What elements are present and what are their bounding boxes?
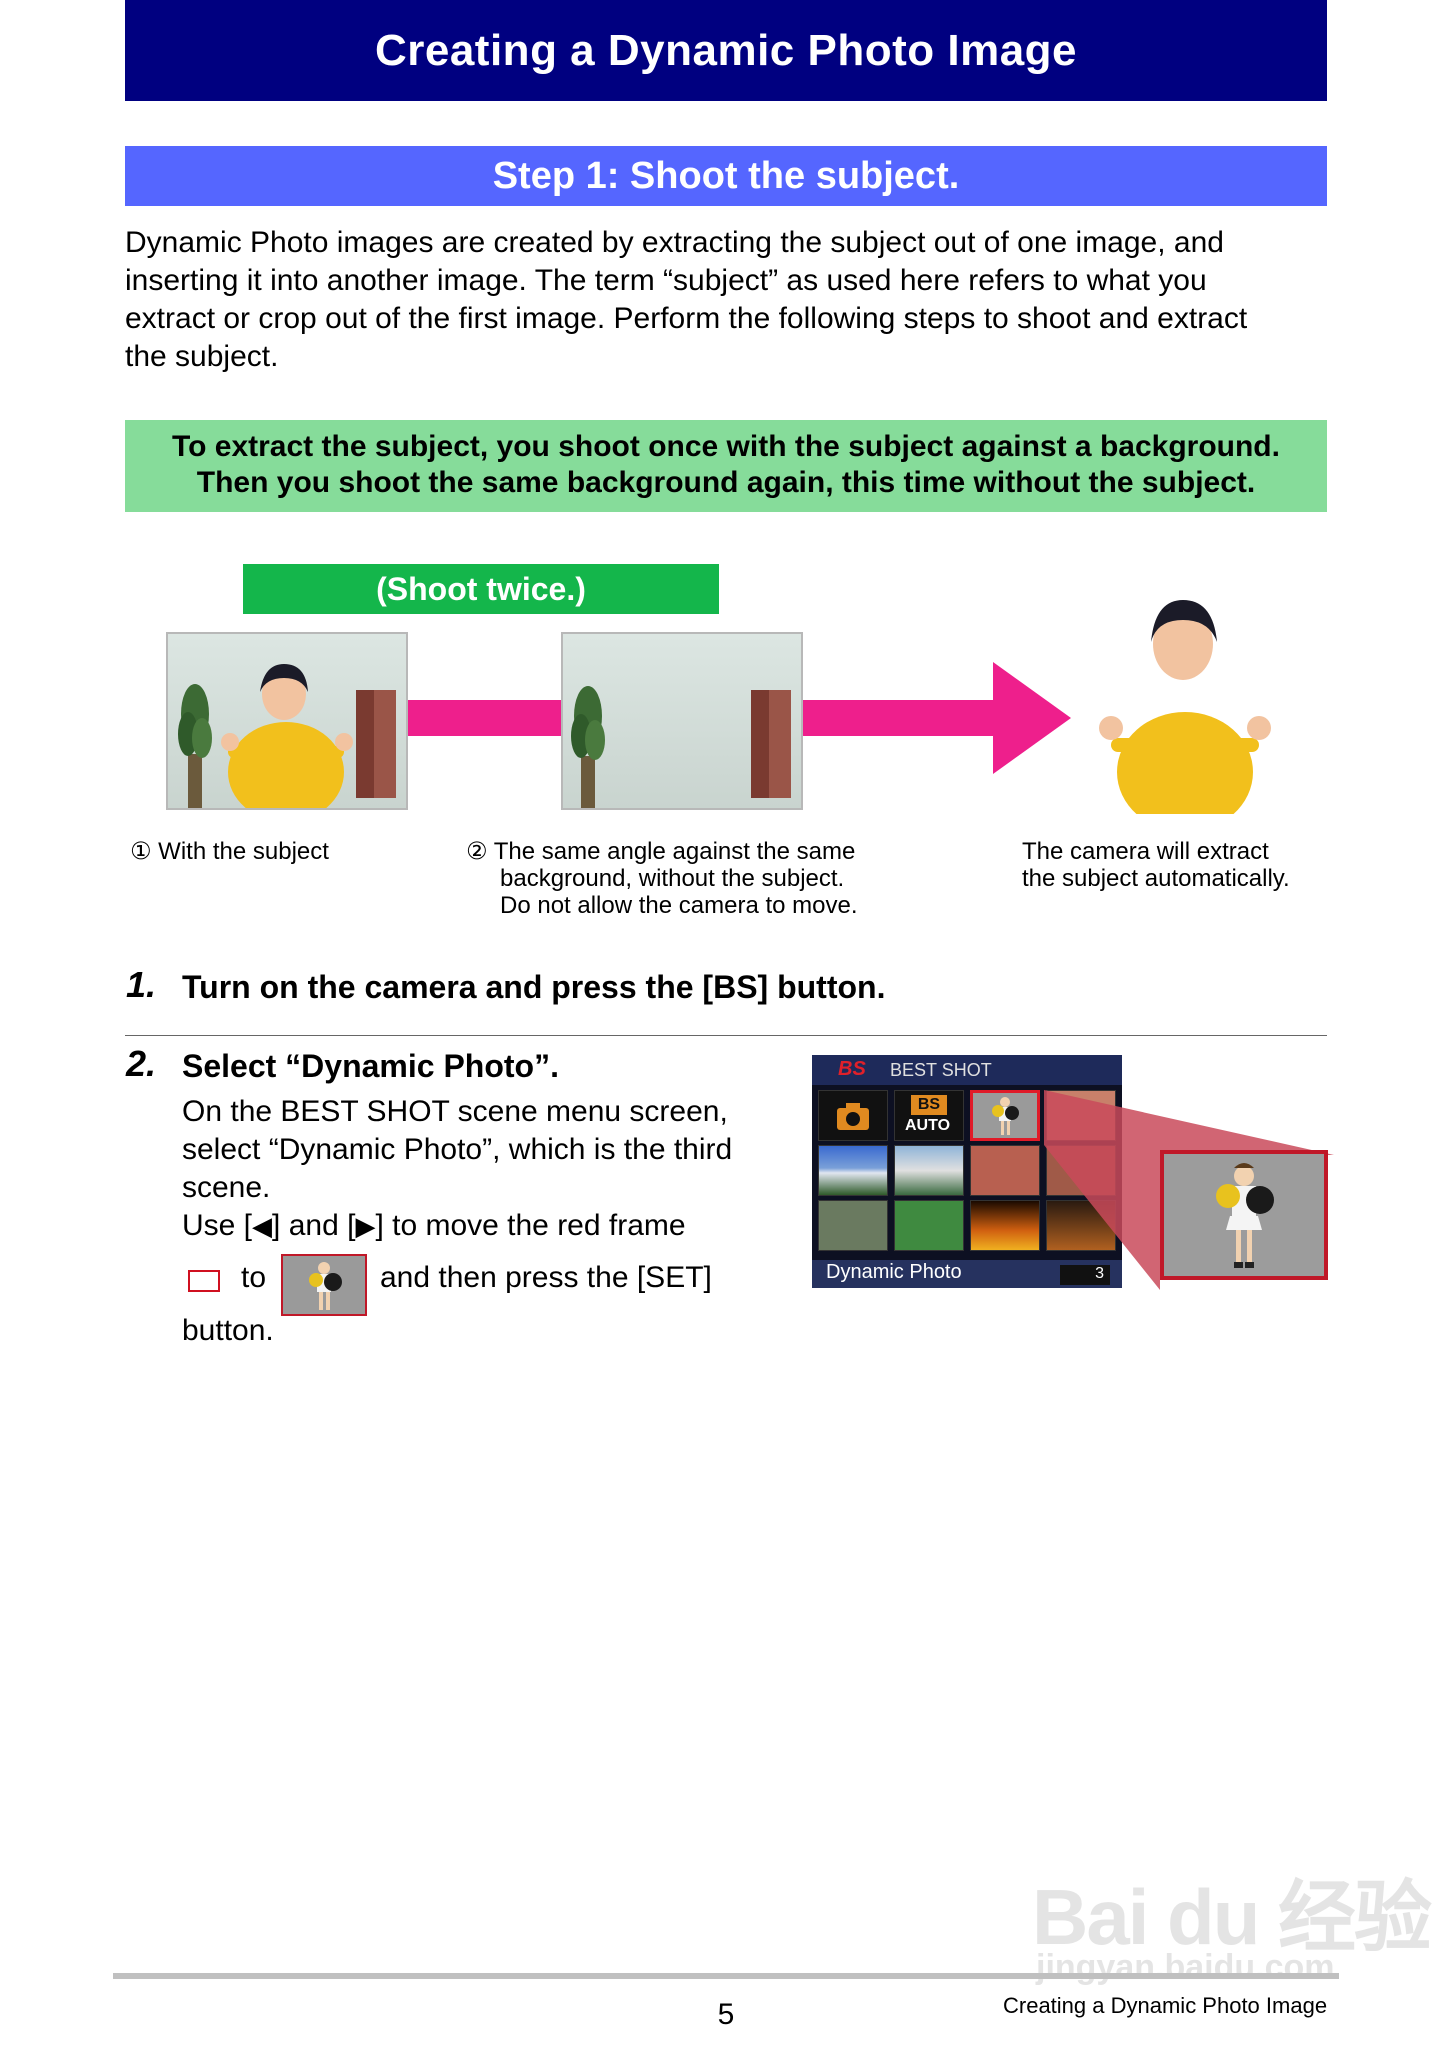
footer-divider	[113, 1973, 1339, 1979]
tip-line: To extract the subject, you shoot once w…	[172, 430, 1280, 463]
intro-line: inserting it into another image. The ter…	[125, 264, 1207, 297]
scene-tile-selected[interactable]	[970, 1090, 1040, 1141]
body-line: select “Dynamic Photo”, which is the thi…	[182, 1133, 733, 1166]
body-line: On the BEST SHOT scene menu screen,	[182, 1095, 728, 1128]
selected-scene-label: Dynamic Photo	[826, 1261, 962, 1283]
caption-line: The camera will extract	[1022, 838, 1269, 865]
right-triangle-icon: ▶	[355, 1211, 376, 1241]
dynamic-photo-scene-icon	[281, 1254, 367, 1316]
caption-line: background, without the subject.	[500, 865, 845, 892]
photo-with-subject-art	[168, 634, 406, 808]
photo-with-subject	[166, 632, 408, 810]
caption-line: ② The same angle against the same	[466, 838, 856, 865]
scene-tile[interactable]	[818, 1145, 888, 1196]
tip-line: Then you shoot the same background again…	[196, 466, 1256, 499]
connector-bar	[408, 700, 561, 736]
photo-background-art	[563, 634, 801, 808]
step-title: Select “Dynamic Photo”.	[182, 1048, 559, 1084]
intro-paragraph: Dynamic Photo images are created by extr…	[125, 224, 1335, 376]
photo-background-only	[561, 632, 803, 810]
shoot-twice-label: (Shoot twice.)	[243, 564, 719, 614]
scene-tile[interactable]: BS AUTO	[894, 1090, 964, 1141]
cheerleader-icon	[1216, 1163, 1274, 1268]
intro-line: extract or crop out of the first image. …	[125, 302, 1248, 335]
caption-extract: The camera will extract the subject auto…	[1022, 838, 1290, 892]
to-text: to	[241, 1261, 267, 1294]
intro-line: the subject.	[125, 340, 279, 373]
scene-tile[interactable]	[818, 1200, 888, 1251]
scene-tile[interactable]	[818, 1090, 888, 1141]
use-mid-text: ] and [	[272, 1209, 356, 1242]
best-shot-screen: BS BEST SHOT BS AUTO Dynamic Photo 3	[812, 1055, 1122, 1288]
body-line: Use [◀] and [▶] to move the red frame	[182, 1207, 732, 1245]
scene-tile[interactable]	[970, 1200, 1040, 1251]
scene-tile[interactable]	[970, 1145, 1040, 1196]
screen-header	[812, 1055, 1122, 1085]
step1-title: Step 1: Shoot the subject.	[125, 146, 1327, 206]
extracted-subject	[1095, 596, 1275, 832]
menu-title: BEST SHOT	[890, 1060, 992, 1080]
caption-background-only: ② The same angle against the same backgr…	[466, 838, 858, 919]
step-title: Turn on the camera and press the [BS] bu…	[182, 969, 886, 1005]
body-line: scene.	[182, 1171, 271, 1204]
watermark-brand: Bai du 经验	[1032, 1873, 1432, 1961]
camera-icon	[837, 1103, 869, 1130]
red-frame-icon	[188, 1270, 220, 1292]
cheerleader-icon	[992, 1097, 1019, 1135]
page-title: Creating a Dynamic Photo Image	[125, 0, 1327, 101]
divider	[125, 1035, 1327, 1036]
caption-with-subject: ① With the subject	[130, 838, 329, 865]
scene-tile[interactable]	[894, 1145, 964, 1196]
arrow-right-icon	[803, 662, 1071, 774]
auto-label: AUTO	[905, 1117, 951, 1134]
use-left-text: Use [	[182, 1209, 253, 1242]
scene-index: 3	[1060, 1265, 1110, 1285]
step-number: 1.	[126, 964, 157, 1005]
page-number: 5	[717, 1998, 735, 2031]
bs-logo: BS	[838, 1058, 866, 1080]
footer-section-title: Creating a Dynamic Photo Image	[1003, 1993, 1328, 2018]
left-triangle-icon: ◀	[252, 1211, 273, 1241]
zoom-callout-wedge	[1044, 1090, 1334, 1290]
scene-tile[interactable]	[894, 1200, 964, 1251]
button-text: button.	[182, 1314, 274, 1347]
step2-body: On the BEST SHOT scene menu screen, sele…	[182, 1093, 732, 1245]
caption-line: Do not allow the camera to move.	[500, 892, 858, 919]
caption-line: the subject automatically.	[1022, 865, 1290, 892]
bs-auto-badge: BS	[911, 1095, 947, 1115]
watermark-url: jingyan.baidu.com	[1036, 1948, 1335, 1986]
use-right-text: ] to move the red frame	[375, 1209, 686, 1242]
extract-tip-box: To extract the subject, you shoot once w…	[125, 420, 1327, 512]
step-number: 2.	[126, 1043, 157, 1084]
then-text: and then press the [SET]	[380, 1261, 712, 1294]
intro-line: Dynamic Photo images are created by extr…	[125, 226, 1224, 259]
zoomed-scene-preview	[1160, 1150, 1328, 1280]
